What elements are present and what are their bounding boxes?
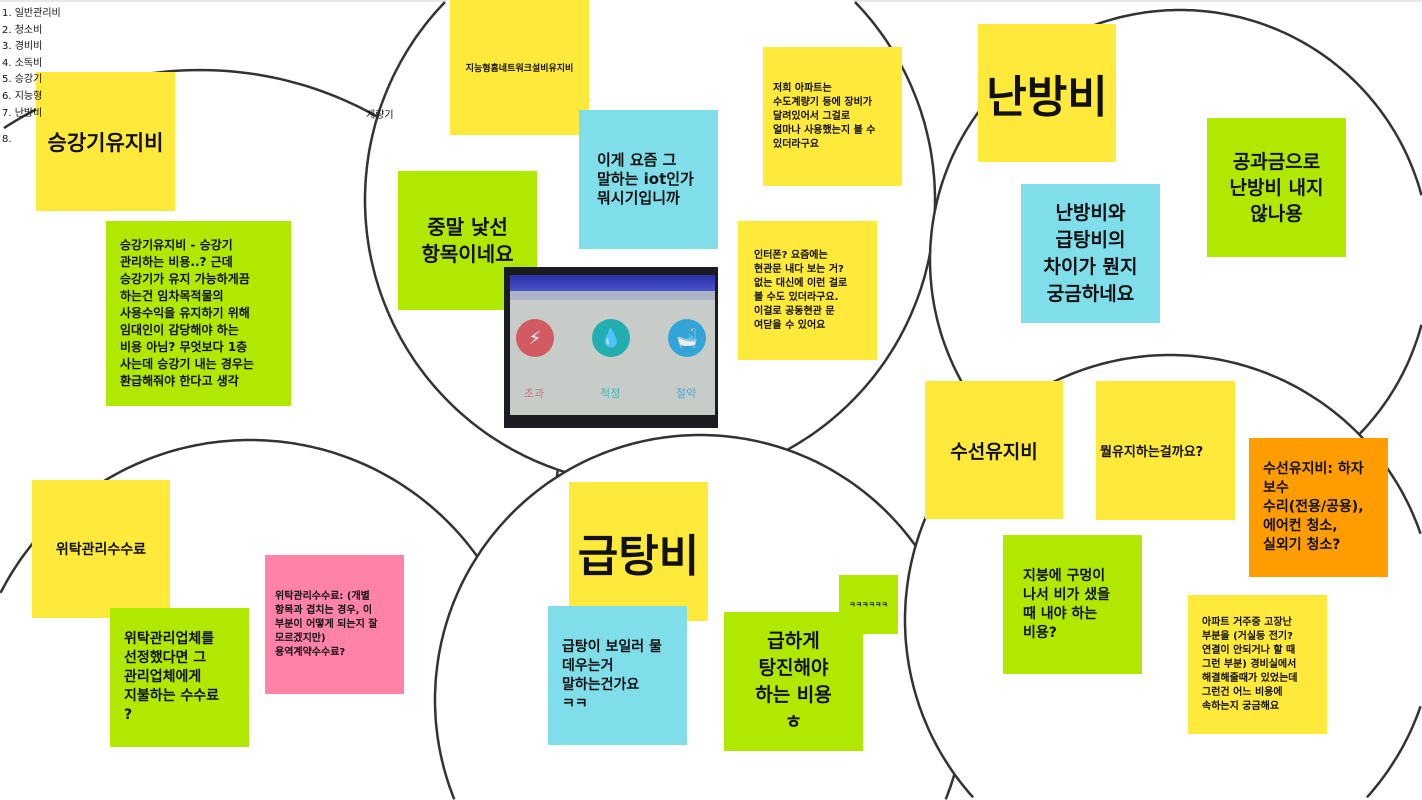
sticky-heating-diff-comment[interactable]: 난방비와 급탕비의 차이가 뭔지 궁금하네요 (1021, 184, 1160, 323)
photo-label-saving: 절약 (676, 387, 697, 400)
list-item: 7. 난방비 (2, 107, 43, 119)
sticky-meter-comment[interactable]: 저희 아파트는 수도계량기 등에 장비가 달려있어서 그걸로 얼마나 사용했는지… (763, 47, 902, 186)
sticky-hotwater-title[interactable]: 급탕비 (569, 482, 708, 621)
sticky-lol[interactable]: ㅋㅋㅋㅋㅋㅋ (839, 575, 898, 634)
fee-list: 1. 일반관리비 2. 청소비 3. 경비비 4. 소독비 5. 승강기 6. … (2, 6, 61, 149)
sticky-elevator-comment[interactable]: 승강기유지비 - 승강기 관리하는 비용..? 근데 승강기가 유지 가능하게끔… (106, 221, 291, 406)
list-item: 5. 승강기 (2, 74, 43, 86)
photo-label-normal: 적정 (600, 387, 621, 400)
sticky-roof-comment[interactable]: 지붕에 구멍이 나서 비가 샜을 때 내야 하는 비용? (1003, 535, 1142, 674)
sticky-trust-definition[interactable]: 위탁관리수수료: (개별 항목과 겹치는 경우, 이 부분이 어떻게 되는지 잘… (265, 555, 404, 694)
sticky-repair-definition[interactable]: 수선유지비: 하자 보수 수리(전용/공용), 에어컨 청소, 실외기 청소? (1249, 438, 1388, 577)
list-item: 3. 경비비 (2, 41, 43, 53)
bathtub-icon: 🛁 (668, 319, 706, 357)
sticky-intercom-comment[interactable]: 인터폰? 요즘에는 현관문 내다 보는 거? 없는 대신에 이런 걸로 볼 수도… (738, 221, 877, 360)
photo-screen: ⚡ 💧 🛁 초과 적정 절약 (510, 275, 715, 415)
sticky-hurry-comment[interactable]: 급하게 탕진해야 하는 비용 ㅎ (724, 612, 863, 751)
intercom-photo[interactable]: ⚡ 💧 🛁 초과 적정 절약 (504, 267, 718, 428)
circle-homenet-outline (363, 1, 937, 487)
sticky-homenet-title[interactable]: 지능형홈네트워크설비유지비 (450, 0, 589, 135)
photo-screen-subheader (510, 291, 715, 300)
list-item: 1. 일반관리비 (2, 8, 61, 19)
sticky-trust-title[interactable]: 위탁관리수수료 (32, 480, 170, 618)
list-item: 8. (2, 134, 12, 146)
sticky-broken-comment[interactable]: 아파트 거주중 고장난 부분을 (거실등 전기? 연결이 안되거나 할 때 그런… (1188, 595, 1327, 734)
sticky-repair-question[interactable]: 뭘유지하는걸까요? (1096, 381, 1235, 520)
sticky-utility-comment[interactable]: 공과금으로 난방비 내지 않나용 (1207, 118, 1346, 257)
sticky-heating-title[interactable]: 난방비 (978, 24, 1116, 162)
sticky-elevator-title[interactable]: 승강기유지비 (36, 72, 175, 211)
photo-screen-header (510, 275, 715, 291)
list-item: 4. 소독비 (2, 57, 43, 69)
text-fragment: 계량기 (366, 110, 394, 121)
water-drop-icon: 💧 (592, 319, 630, 357)
sticky-repair-title[interactable]: 수선유지비 (925, 381, 1063, 519)
sticky-boiler-comment[interactable]: 급탕이 보일러 물 데우는거 말하는건가요 ㅋㅋ (548, 606, 687, 745)
sticky-iot-comment[interactable]: 이게 요즘 그 말하는 iot인가 뭐시기입니까 (579, 110, 718, 249)
list-item: 2. 청소비 (2, 24, 43, 36)
lightning-icon: ⚡ (516, 319, 554, 357)
photo-label-excess: 초과 (524, 387, 545, 400)
sticky-trust-comment[interactable]: 위탁관리업체를 선정했다면 그 관리업체에게 지불하는 수수료 ? (110, 608, 249, 747)
list-item: 6. 지능형 (2, 90, 43, 102)
